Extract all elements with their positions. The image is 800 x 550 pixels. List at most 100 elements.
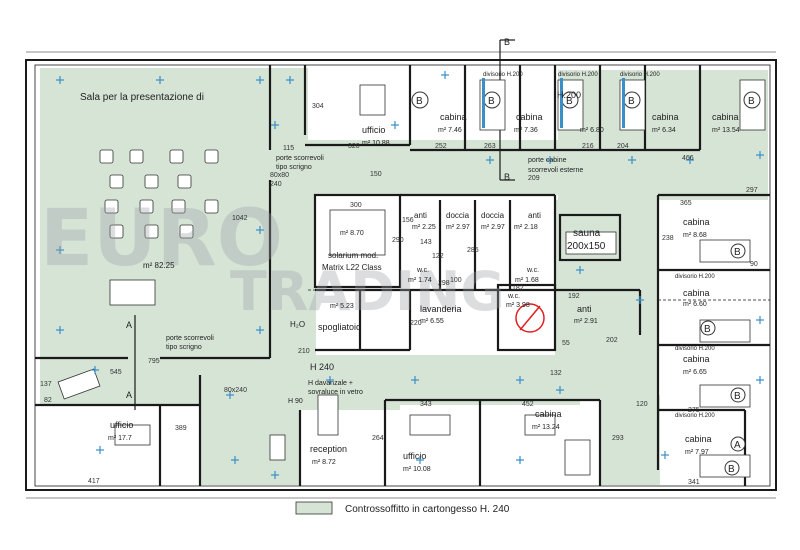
section-marker-a-top: A (126, 320, 132, 330)
watermark: EURO TRADING (40, 194, 505, 323)
bed-letters: B B B B B B B B A B (411, 91, 761, 476)
room-spogliatoio-name: spogliatoio (318, 322, 361, 332)
note-davanzale-1: H davanzale + (308, 380, 353, 387)
dim-263: 263 (484, 143, 496, 150)
dim-220: 220 (410, 320, 422, 327)
dim-150: 150 (370, 171, 382, 178)
legend: Controssoffitto in cartongesso H. 240 (295, 501, 510, 515)
room-cabina-r4-name: cabina (685, 434, 712, 444)
dim-115: 115 (283, 145, 294, 152)
dim-293: 293 (612, 435, 624, 442)
dim-1042: 1042 (232, 215, 248, 222)
room-spogliatoio-area: m² 5.23 (330, 303, 354, 310)
dim-298: 298 (438, 280, 450, 287)
bed-b-7: B (704, 324, 711, 335)
room-cabina-r1-area: m² 8.68 (683, 232, 707, 239)
note-h240: H 240 (310, 362, 334, 372)
dim-545: 545 (110, 369, 122, 376)
note-divisorio-5: divisorio H.200 (675, 346, 715, 352)
room-doccia1-area: m² 2.97 (446, 224, 470, 231)
room-wc3-name: w.c. (507, 293, 520, 300)
room-sauna-size: 200x150 (567, 241, 606, 252)
watermark-line2: TRADING (230, 260, 505, 323)
legend-label: Controssoffitto in cartongesso H. 240 (345, 504, 510, 515)
dim-209: 209 (528, 175, 540, 182)
room-cabina1-name: cabina (440, 112, 467, 122)
dim-389: 389 (175, 425, 187, 432)
room-wc2-name: w.c. (526, 267, 539, 274)
dim-452: 452 (522, 401, 534, 408)
section-marker-b-top: B (504, 37, 510, 47)
room-cabina3-area: m² 6.80 (580, 127, 604, 134)
room-cabina-r1-name: cabina (683, 217, 710, 227)
bed-a-1: A (734, 440, 741, 451)
dim-343: 343 (420, 401, 432, 408)
room-doccia2-area: m² 2.97 (481, 224, 505, 231)
dim-120: 120 (636, 401, 648, 408)
ceiling-lights (56, 71, 764, 479)
note-porte-top-1: porte scorrevoli (276, 155, 324, 162)
note-divisorio-2: divisorio H.200 (558, 72, 598, 78)
dim-238: 238 (662, 235, 674, 242)
dim-182: 182 (512, 285, 524, 292)
room-anti3-area: m² 2.91 (574, 318, 598, 325)
room-ufficio-bottom-name: ufficio (403, 451, 426, 461)
room-cabina5-area: m² 13.54 (712, 127, 740, 134)
dim-240: 240 (270, 181, 282, 188)
dim-466: 466 (682, 155, 694, 162)
divisorio-partitions (482, 78, 625, 128)
room-cabina2-name: cabina (516, 112, 543, 122)
room-doccia2-name: doccia (481, 211, 505, 220)
room-sauna-name: sauna (573, 228, 601, 239)
note-davanzale-2: sovraluce in vetro (308, 389, 363, 396)
room-cabina1-area: m² 7.46 (438, 127, 462, 134)
section-marker-b-bottom: B (504, 172, 510, 182)
bed-b-8: B (734, 391, 741, 402)
room-reception-name: reception (310, 444, 347, 454)
note-divisorio-1: divisorio H.200 (483, 72, 523, 78)
outer-walls (25, 51, 777, 499)
room-cabina4-area: m² 6.34 (652, 127, 676, 134)
sauna-heater-icon (515, 303, 545, 333)
dim-210: 210 (298, 348, 310, 355)
annotations: porte scorrevoli tipo scrigno porte cabi… (166, 72, 715, 419)
note-divisorio-4: divisorio H.200 (675, 274, 715, 280)
dim-122: 122 (432, 253, 444, 260)
room-cabina-bottom-area: m² 13.24 (532, 424, 560, 431)
room-wc3-area: m² 3.98 (506, 302, 530, 309)
dimension-labels: 304 320 252 263 216 204 115 80x80 240 15… (40, 103, 758, 486)
note-porte-cab-2: scorrevoli esterne (528, 167, 583, 174)
room-anti1-name: anti (414, 211, 427, 220)
bed-b-6: B (734, 247, 741, 258)
dim-216: 216 (582, 143, 594, 150)
room-solarium-line2: Matrix L22 Class (322, 263, 382, 272)
room-cabina3-name: H.200 (557, 90, 581, 100)
room-presentation-area: m² 82.25 (143, 261, 175, 270)
room-cabina2-area: m² 7.36 (514, 127, 538, 134)
room-anti1-area: m² 2.25 (412, 224, 436, 231)
dim-297: 297 (746, 187, 758, 194)
dim-132: 132 (550, 370, 562, 377)
bed-b-1: B (416, 96, 423, 107)
note-h90: H 90 (288, 398, 303, 405)
room-cabina5-name: cabina (712, 112, 739, 122)
dim-100: 100 (450, 277, 462, 284)
room-cabina-r3-name: cabina (683, 354, 710, 364)
room-presentation-name: Sala per la presentazione di (80, 92, 204, 103)
note-porte-left-2: tipo scrigno (166, 344, 202, 351)
dim-90: 90 (750, 261, 758, 268)
dim-320: 320 (348, 143, 360, 150)
room-cabina-r4-area: m² 7.97 (685, 449, 709, 456)
presentation-chairs (99, 149, 219, 306)
dim-275: 275 (688, 407, 700, 414)
bed-b-3: B (566, 96, 573, 107)
note-porte-top-2: tipo scrigno (276, 164, 312, 171)
bed-b-4: B (628, 96, 635, 107)
dim-290: 290 (392, 237, 404, 244)
room-wc1-area: m² 1.74 (408, 277, 432, 284)
furniture (57, 84, 617, 476)
room-cabina-r2-area: m² 6.60 (683, 301, 707, 308)
bed-b-9: B (728, 464, 735, 475)
dim-192: 192 (568, 293, 580, 300)
